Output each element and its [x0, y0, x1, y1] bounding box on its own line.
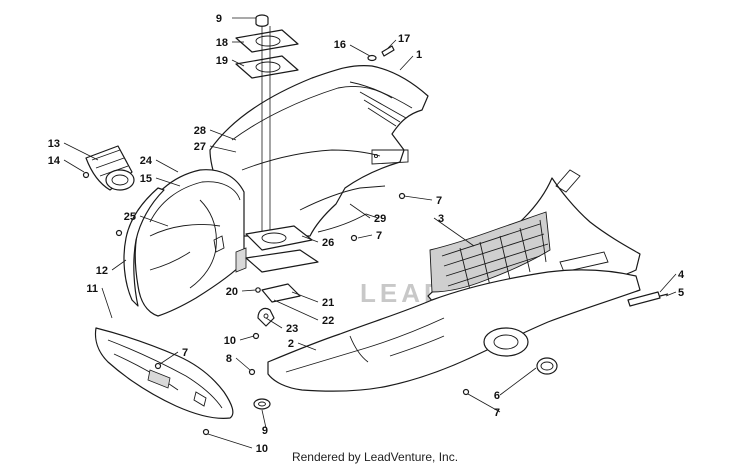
- callout-25: 25: [124, 211, 136, 223]
- callout-7-center: 7: [376, 230, 382, 242]
- callout-6: 6: [494, 390, 500, 402]
- bolt-20-icon: [255, 287, 261, 293]
- washer-16-icon: [367, 54, 377, 62]
- screw-10-icon: [202, 428, 210, 436]
- callout-9-bottom: 9: [262, 425, 268, 437]
- screw-12-icon: [115, 229, 123, 237]
- callout-20: 20: [226, 286, 238, 298]
- callout-16: 16: [334, 39, 346, 51]
- callout-17: 17: [398, 33, 410, 45]
- footer-credit: Rendered by LeadVenture, Inc.: [291, 450, 459, 464]
- callout-19: 19: [216, 55, 228, 67]
- rivet-5-icon: [659, 293, 669, 297]
- callout-22: 22: [322, 315, 334, 327]
- callout-29: 29: [374, 213, 386, 225]
- part-18-upper-plate: [235, 29, 299, 53]
- clip-8-icon: [248, 368, 256, 376]
- callout-11: 11: [86, 283, 98, 295]
- callout-13: 13: [48, 138, 60, 150]
- callout-7-right: 7: [436, 195, 442, 207]
- callout-labels: 9 18 19 16 17 1 28 27 13 14 24 15 25 12 …: [48, 13, 685, 455]
- screw-7b-icon: [350, 234, 358, 242]
- callout-27: 27: [194, 141, 206, 153]
- callout-5: 5: [678, 287, 684, 299]
- callout-18: 18: [216, 37, 228, 49]
- part-13-boot: [85, 145, 135, 191]
- callout-23: 23: [286, 323, 298, 335]
- screw-7-icon: [398, 192, 406, 200]
- part-11-front-nose: [94, 327, 234, 419]
- callout-1: 1: [416, 49, 422, 61]
- part-21-bracket: [261, 283, 301, 303]
- callout-14: 14: [48, 155, 61, 167]
- callout-2: 2: [288, 338, 294, 350]
- part-9-lower-grommet: [253, 398, 271, 410]
- screw-icons: [82, 45, 669, 436]
- leader-lines: [63, 17, 677, 449]
- part-26-mount-plate: [245, 225, 319, 273]
- part-6-round-cap: [536, 357, 558, 375]
- callout-12: 12: [96, 265, 108, 277]
- screw-7d-icon: [462, 388, 470, 396]
- screw-14-icon: [82, 171, 90, 179]
- bolt-17-icon: [381, 45, 395, 57]
- screw-10b-icon: [252, 332, 260, 340]
- part-23-sensor: [257, 307, 275, 327]
- part-9-top-grommet: [255, 14, 269, 27]
- callout-3: 3: [438, 213, 444, 225]
- part-12-trim-strip: [123, 187, 165, 307]
- callout-7-bottom: 7: [494, 407, 500, 419]
- screw-7c-icon: [154, 362, 162, 370]
- callout-9-top: 9: [216, 13, 222, 25]
- callout-15: 15: [140, 173, 152, 185]
- callout-24: 24: [140, 155, 153, 167]
- part-2-lower-body: [267, 269, 641, 392]
- callout-10-mid: 10: [224, 335, 236, 347]
- callout-26: 26: [322, 237, 334, 249]
- callout-8: 8: [226, 353, 232, 365]
- callout-10-bottom: 10: [256, 443, 268, 455]
- callout-28: 28: [194, 125, 206, 137]
- callout-21: 21: [322, 297, 334, 309]
- callout-7-left: 7: [182, 347, 188, 359]
- part-25-left-side-panel: [134, 169, 247, 317]
- part-19-lower-plate: [235, 55, 299, 79]
- callout-4: 4: [678, 269, 685, 281]
